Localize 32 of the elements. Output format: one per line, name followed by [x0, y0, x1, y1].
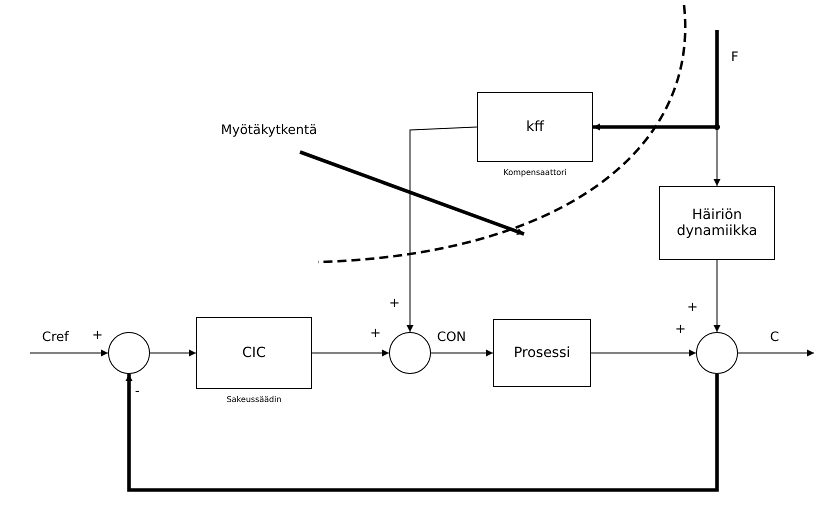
block-label: CIC: [241, 345, 267, 361]
sign-label: +: [92, 328, 103, 343]
block: [493, 319, 591, 387]
annotation-text: Myötäkytkentä: [214, 120, 324, 140]
block-label: kff: [525, 119, 546, 135]
sign-label: +: [370, 326, 381, 341]
sign-label: +: [687, 300, 698, 315]
summing-junction: [389, 332, 431, 374]
signal-arrow: [126, 374, 719, 492]
block: [196, 317, 312, 389]
block-caption: Kompensaattori: [502, 168, 568, 177]
summing-junction: [108, 332, 150, 374]
sign-label: +: [675, 322, 686, 337]
signal-arrow: [150, 350, 196, 356]
signal-arrow: [593, 30, 719, 130]
signal-arrow: [30, 350, 108, 356]
block-caption: Sakeussäädin: [226, 395, 282, 404]
signal-arrow: [738, 350, 814, 356]
block: [659, 186, 775, 260]
block-label: Häiriön dynamiikka: [676, 207, 758, 239]
summing-junction: [696, 332, 738, 374]
signal-arrow: [312, 350, 390, 356]
signal-arrow: [406, 126, 478, 332]
sign-label: +: [389, 296, 400, 311]
signal-arrow: [714, 260, 720, 332]
leader-arrow: [299, 150, 525, 236]
signal-arrow: [430, 350, 494, 356]
sign-label: -: [135, 384, 140, 399]
block: [477, 92, 593, 162]
block-label: Prosessi: [512, 345, 572, 361]
signal-label: F: [731, 50, 738, 65]
signal-arrow: [590, 350, 696, 356]
